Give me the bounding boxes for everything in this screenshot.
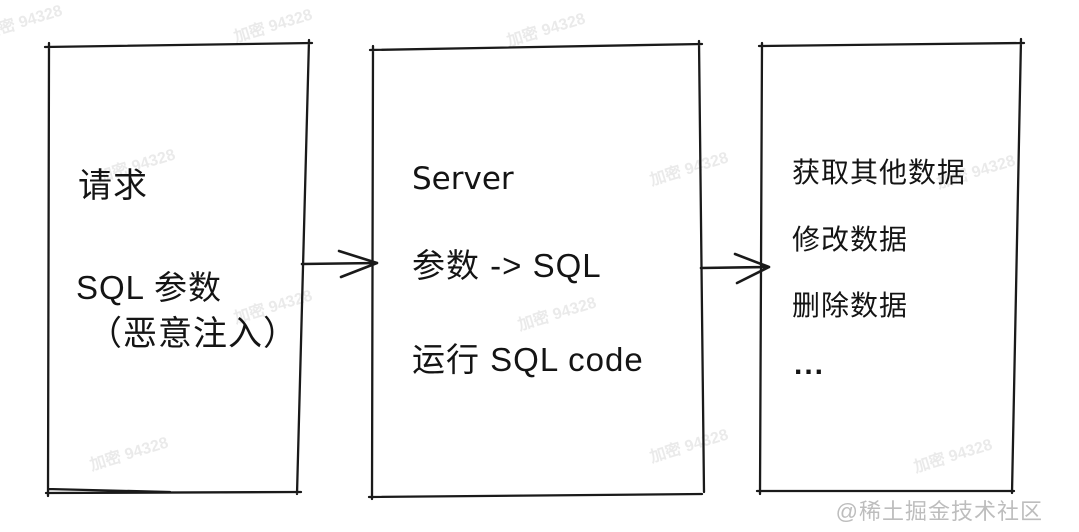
impact-box-line-2: 修改数据 [792,224,909,255]
arrow-request-to-server [300,249,379,279]
server-box-line-2: 参数 -> SQL [412,247,602,284]
request-box-outline [43,38,314,498]
arrow-server-to-impact [699,252,771,285]
request-box-line-3: （恶意注入） [88,315,298,353]
server-box-line-3: 运行 SQL code [412,341,644,378]
impact-box-line-3: 删除数据 [792,290,909,321]
server-box-outline [367,39,706,501]
impact-box-outline [755,37,1026,496]
impact-box-line-1: 获取其他数据 [792,157,967,188]
request-box-line-2: SQL 参数 [76,269,222,306]
request-box-line-1: 请求 [78,167,148,205]
juejin-community-credit: @稀土掘金技术社区 [835,499,1043,524]
impact-box-line-4: ... [794,348,826,381]
server-box-line-1: Server [412,161,514,197]
